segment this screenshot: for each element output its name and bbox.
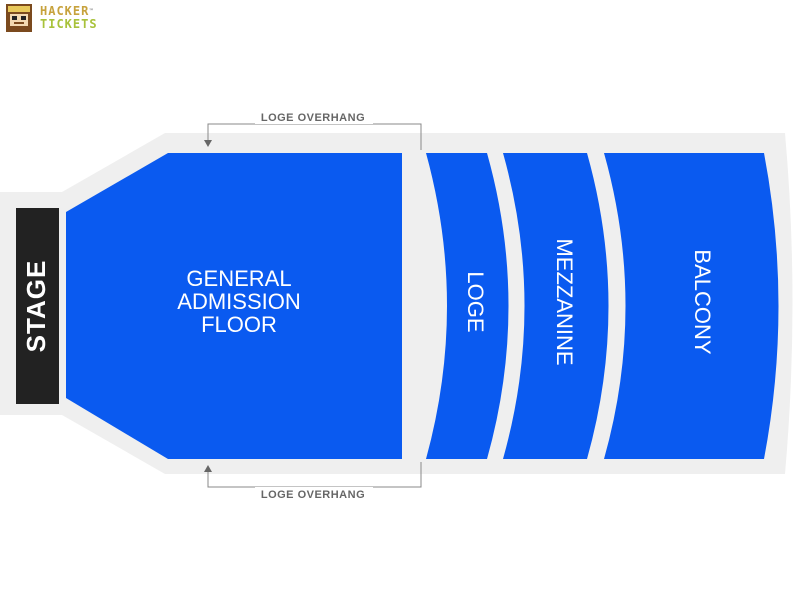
section-loge[interactable]: LOGE	[426, 153, 509, 459]
stage-label: STAGE	[21, 260, 51, 353]
arrow-up-icon	[204, 465, 212, 472]
loge-overhang-top-label: LOGE OVERHANG	[261, 112, 365, 124]
floor-label-line3: FLOOR	[201, 312, 277, 337]
section-general-admission-floor[interactable]: GENERAL ADMISSION FLOOR	[66, 153, 402, 459]
mezzanine-label: MEZZANINE	[552, 238, 577, 365]
loge-label: LOGE	[463, 271, 488, 332]
loge-overhang-bottom-label: LOGE OVERHANG	[261, 489, 365, 501]
section-mezzanine[interactable]: MEZZANINE	[503, 153, 609, 459]
hacker-face-icon	[6, 4, 32, 32]
floor-label-line2: ADMISSION	[177, 289, 300, 314]
brand-wordmark: HACKER™ TICKETS	[40, 4, 98, 31]
balcony-label: BALCONY	[690, 249, 715, 354]
brand-logo: HACKER™ TICKETS	[2, 2, 122, 36]
loge-overhang-bottom: LOGE OVERHANG	[204, 462, 422, 501]
arrow-down-icon	[204, 140, 212, 147]
floor-label-line1: GENERAL	[186, 266, 291, 291]
section-balcony[interactable]: BALCONY	[604, 153, 779, 459]
loge-overhang-top: LOGE OVERHANG	[204, 110, 422, 150]
stage: STAGE	[16, 208, 59, 404]
